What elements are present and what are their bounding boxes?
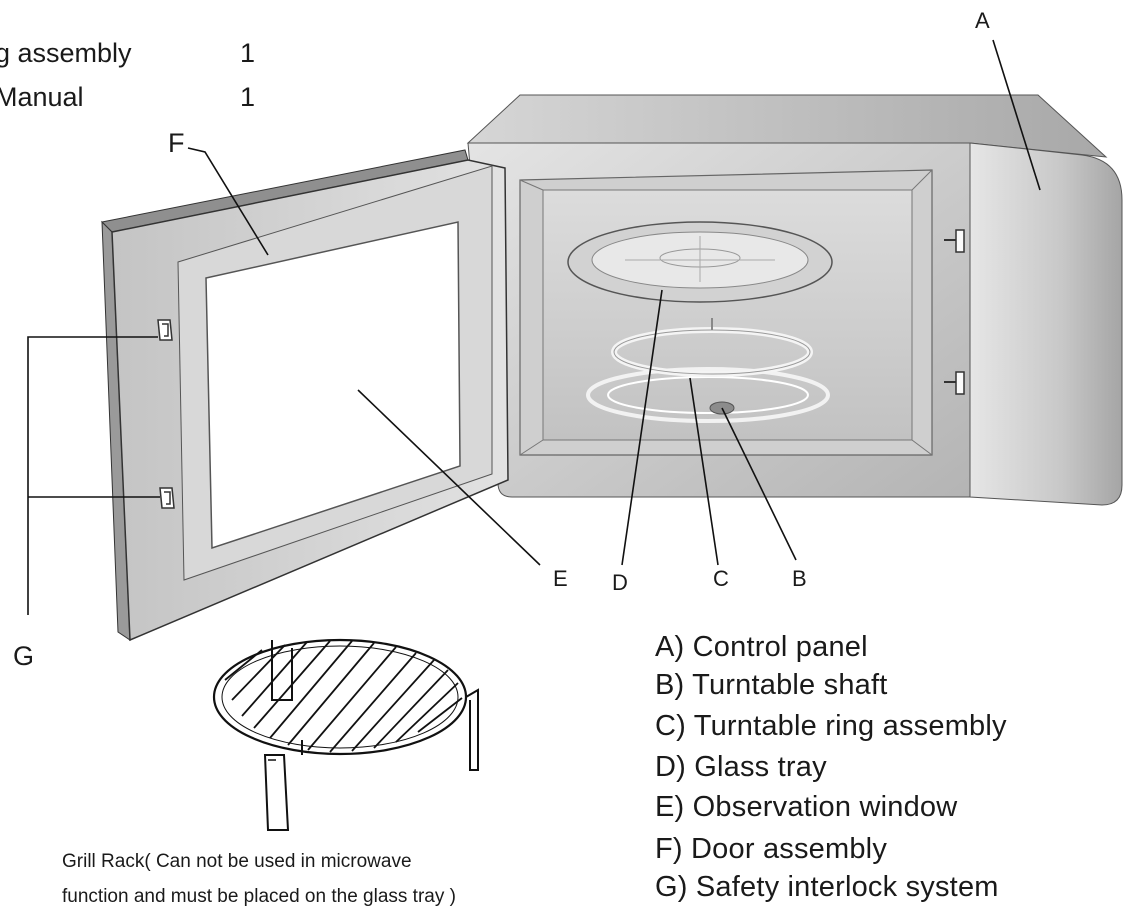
- observation-window: [205, 221, 461, 550]
- legend-item-e: E) Observation window: [655, 791, 958, 823]
- parts-list-row: Manual: [0, 84, 84, 111]
- legend-item-b: B) Turntable shaft: [655, 669, 888, 701]
- door-assembly: [100, 149, 509, 642]
- callout-b: B: [792, 566, 807, 591]
- control-panel: [969, 142, 1123, 506]
- legend-item-a: A) Control panel: [655, 631, 868, 663]
- parts-list-item-name: g assembly: [0, 38, 132, 68]
- door-latch-receivers: [944, 229, 965, 395]
- callout-a: A: [975, 8, 990, 33]
- callout-c: C: [713, 566, 729, 591]
- callout-d: D: [612, 570, 628, 595]
- parts-list-qty: 1: [240, 38, 256, 68]
- legend-item-c: C) Turntable ring assembly: [655, 710, 1007, 742]
- turntable-ring: [611, 318, 813, 377]
- callout-e: E: [553, 566, 568, 591]
- microwave-body: [466, 94, 1123, 506]
- parts-list-item-name: Manual: [0, 82, 84, 112]
- legend-item-f: F) Door assembly: [655, 833, 888, 865]
- callout-f: F: [168, 128, 185, 158]
- leader-lines: [27, 39, 1041, 615]
- grill-caption-line-1: Grill Rack( Can not be used in microwave: [62, 851, 412, 872]
- parts-list-qty: 1: [240, 82, 256, 112]
- grill-rack: [212, 638, 479, 831]
- callout-g: G: [13, 641, 35, 671]
- legend-item-d: D) Glass tray: [655, 751, 827, 783]
- legend-item-g: G) Safety interlock system: [655, 871, 999, 903]
- grill-caption-line-2: function and must be placed on the glass…: [62, 886, 456, 907]
- glass-tray: [567, 221, 833, 303]
- parts-list-row: g assembly: [0, 40, 132, 67]
- safety-interlock-hooks: [157, 319, 175, 509]
